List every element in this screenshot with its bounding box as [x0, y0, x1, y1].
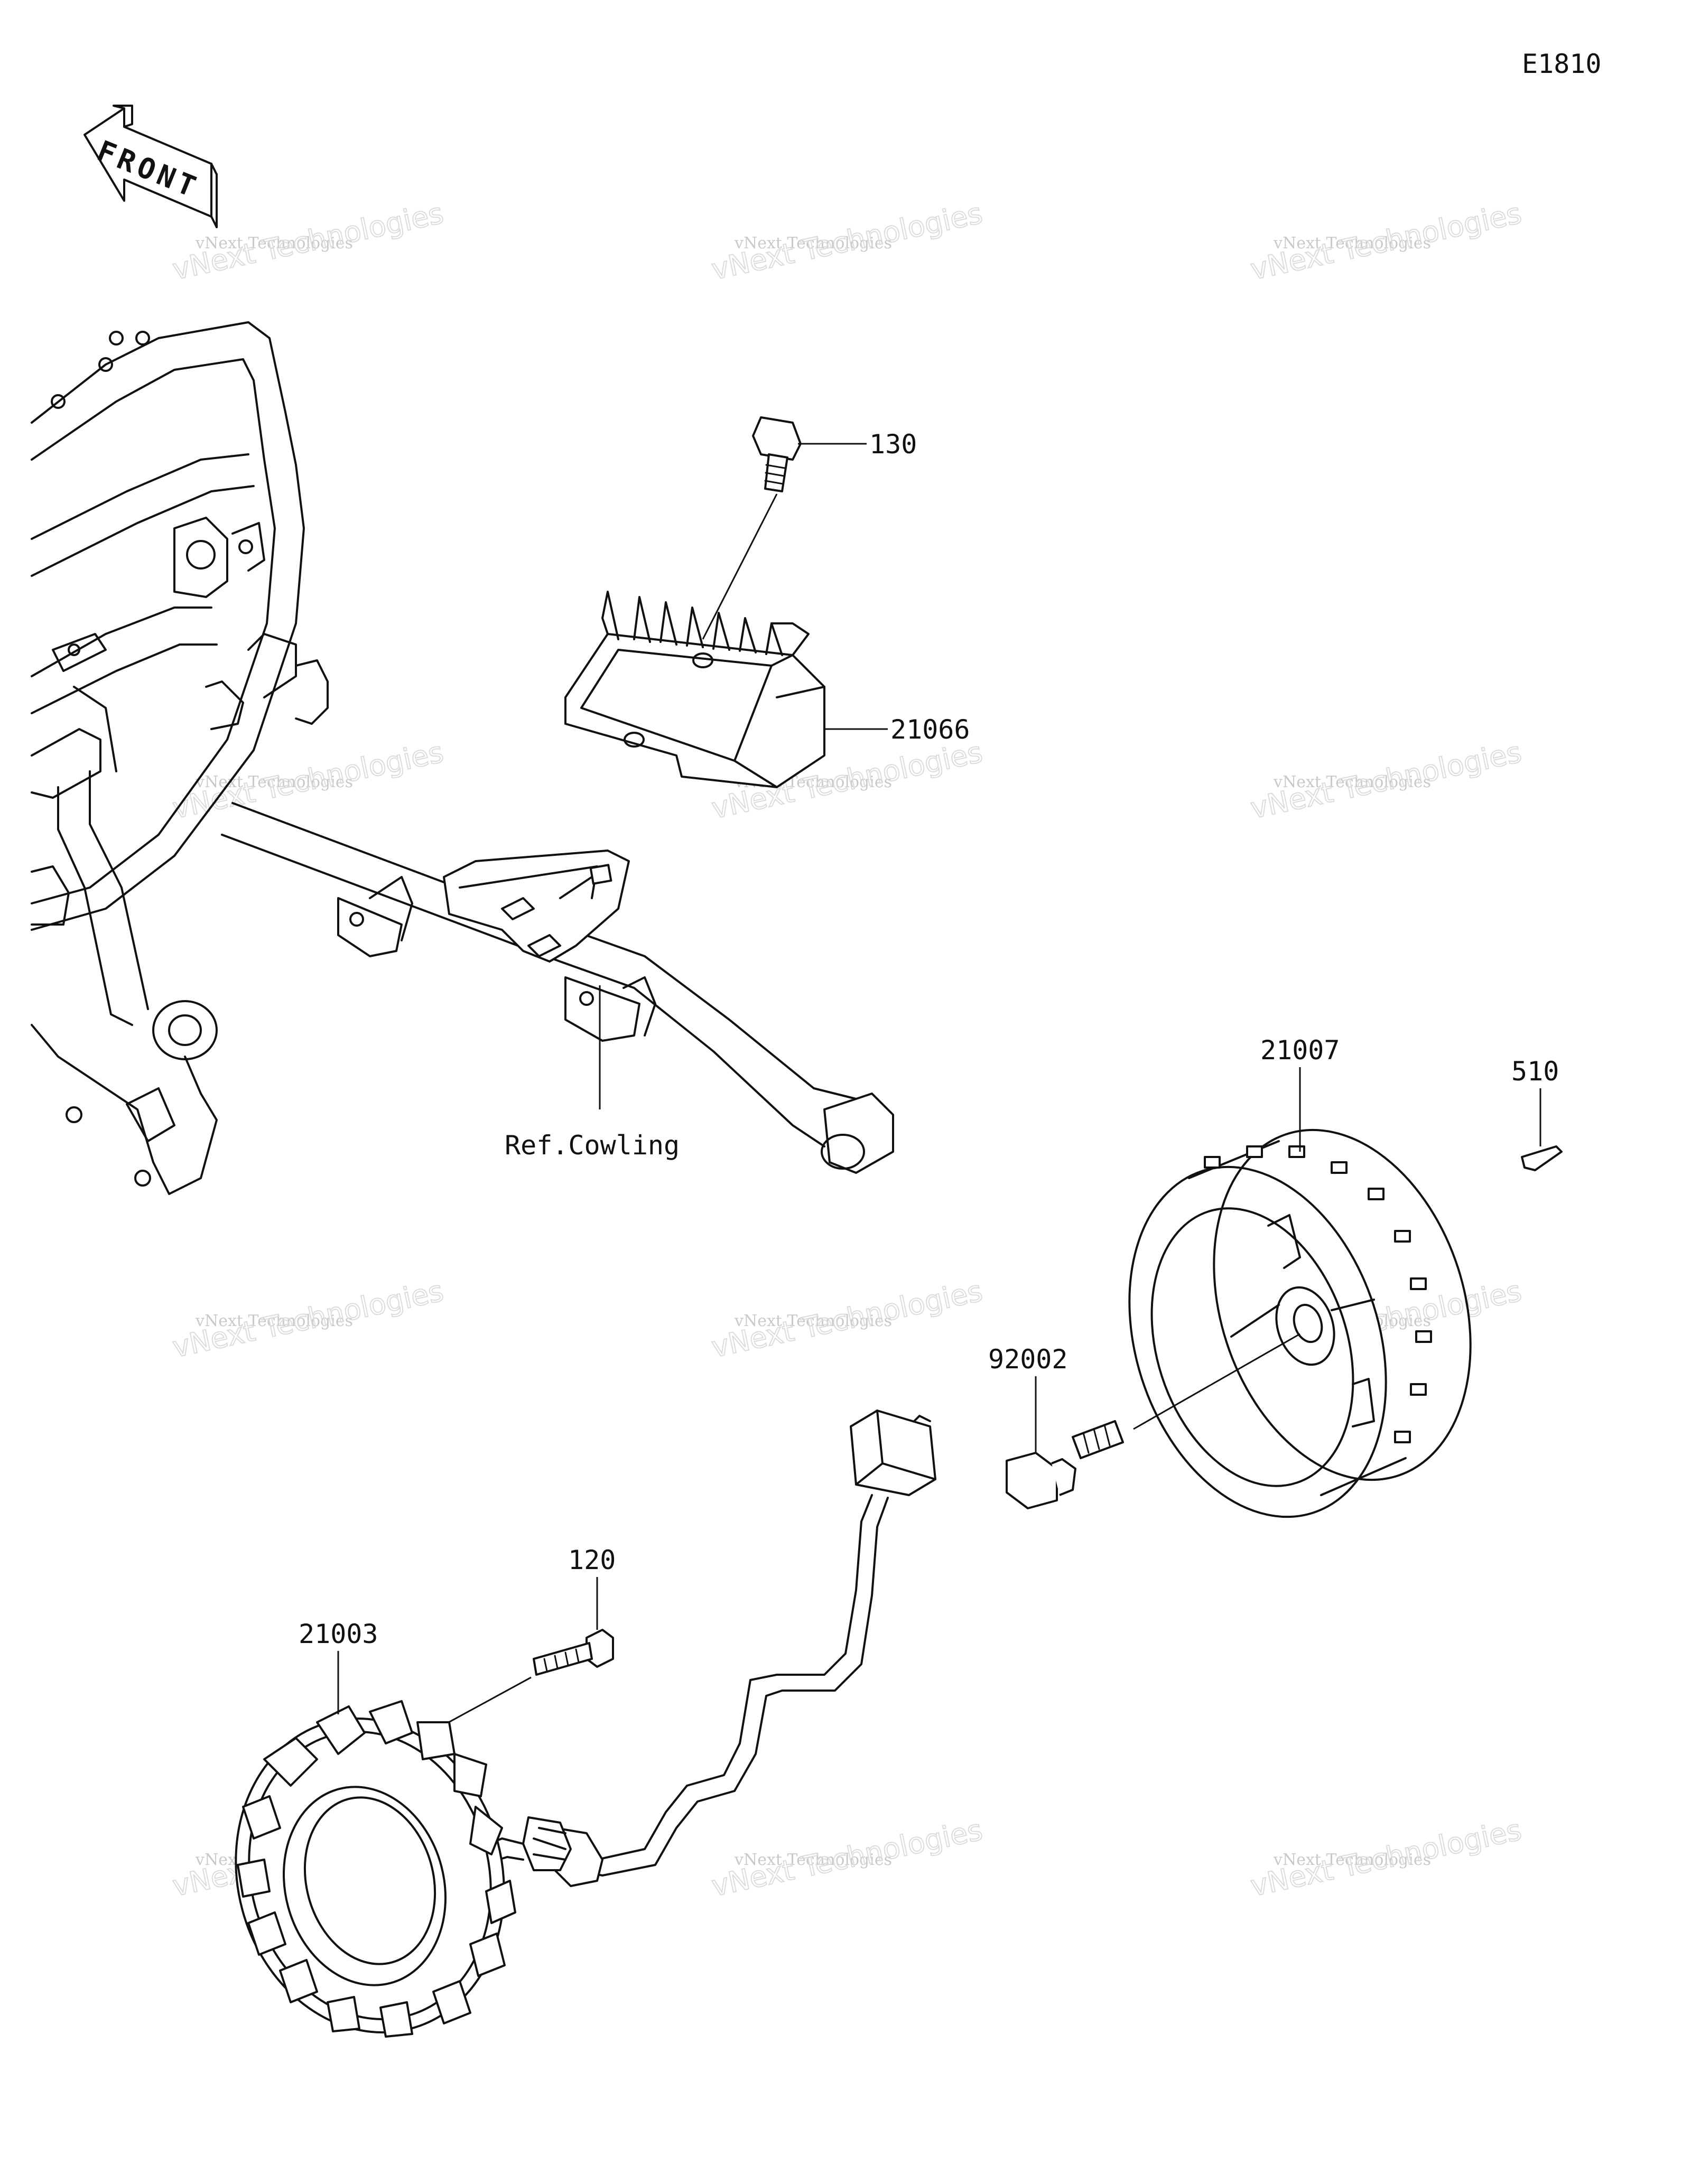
screw-120-icon — [533, 1629, 614, 1676]
front-arrow-icon: FRONT — [83, 105, 218, 228]
part-92002-label: 92002 — [988, 1344, 1068, 1375]
bolt-130-icon — [752, 416, 802, 492]
svg-text:vNext Technologies: vNext Technologies — [734, 234, 892, 253]
svg-text:vNext Technologies: vNext Technologies — [1273, 234, 1431, 253]
rotor-21007-icon — [1128, 1128, 1472, 1518]
svg-text:vNext Technologies: vNext Technologies — [195, 773, 353, 791]
part-130-label: 130 — [869, 429, 917, 460]
bolt-92002-icon — [1006, 1420, 1124, 1509]
svg-text:vNext Technologies: vNext Technologies — [1273, 773, 1431, 791]
key-510-icon — [1521, 1145, 1563, 1171]
harness-cable-icon — [416, 1410, 936, 1887]
regulator-21066-icon — [564, 591, 825, 788]
ref-cowling-label: Ref.Cowling — [505, 1130, 680, 1161]
svg-text:vNext Technologies: vNext Technologies — [734, 1312, 892, 1330]
part-510-label: 510 — [1511, 1056, 1559, 1087]
svg-text:vNext Technologies: vNext Technologies — [195, 1312, 353, 1330]
diagram-code: E1810 — [1522, 49, 1602, 79]
part-21066-label: 21066 — [890, 714, 970, 745]
bracket-crossbar — [221, 802, 894, 1174]
part-120-label: 120 — [568, 1545, 616, 1575]
stator-21003-icon — [235, 1700, 516, 2038]
svg-text:vNext Technologies: vNext Technologies — [734, 1851, 892, 1869]
part-21003-label: 21003 — [299, 1619, 378, 1649]
part-21007-label: 21007 — [1260, 1035, 1340, 1066]
svg-text:vNext Technologies: vNext Technologies — [1273, 1851, 1431, 1869]
svg-text:vNext Technologies: vNext Technologies — [195, 234, 353, 253]
frame-structure — [31, 321, 329, 1195]
